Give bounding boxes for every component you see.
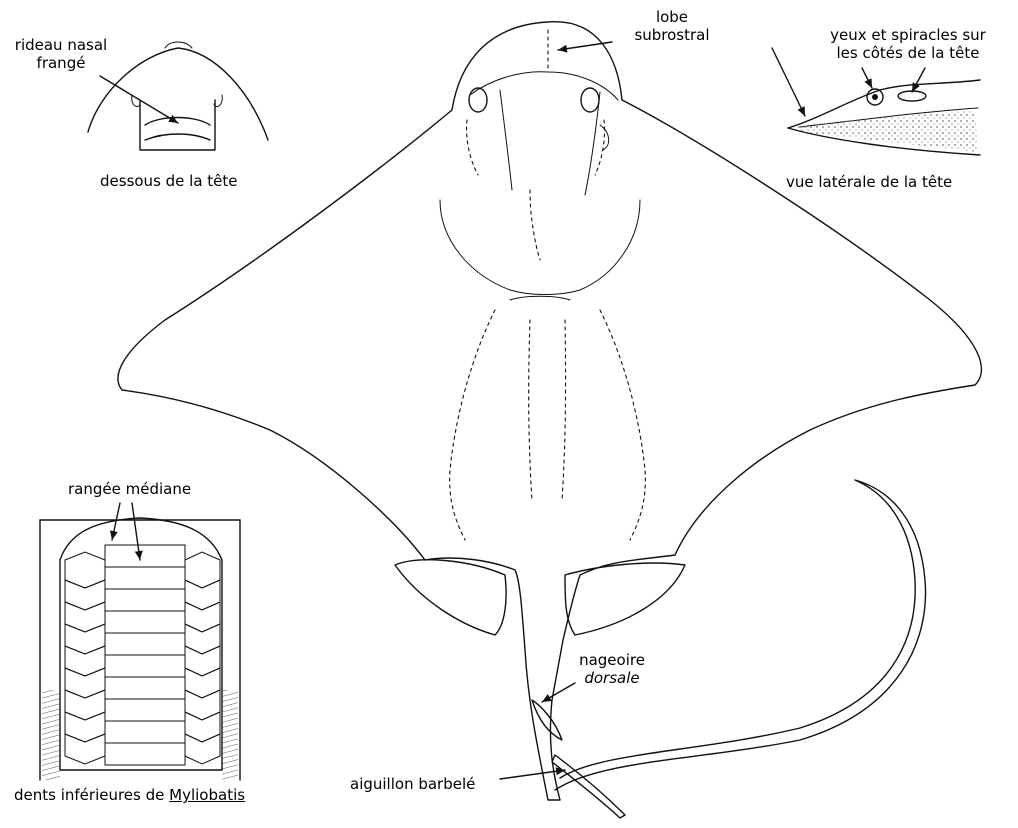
median-rows: [105, 545, 185, 765]
label-yeux-spiracles: yeux et spiracles sur les côtés de la tê…: [808, 26, 1008, 62]
label-nageoire-dorsale: nageoire dorsale: [572, 651, 652, 687]
label-dessous-tete: dessous de la tête: [100, 172, 238, 190]
dorsal-fin: [532, 700, 562, 740]
arrow-median-2: [132, 503, 140, 560]
label-nageoire-line1: nageoire: [572, 651, 652, 669]
eye-right: [581, 88, 599, 112]
label-lobe-line2: subrostral: [612, 26, 732, 44]
label-dents-inferieures: dents inférieures de Myliobatis: [14, 786, 245, 804]
label-vue-laterale: vue latérale de la tête: [786, 173, 952, 191]
label-yeux-line1: yeux et spiracles sur: [808, 26, 1008, 44]
arrow-rideau-nasal: [100, 76, 178, 123]
label-rideau-nasal-line2: frangé: [0, 54, 122, 72]
label-nageoire-line2: dorsale: [572, 669, 652, 687]
label-rideau-nasal: rideau nasal frangé: [0, 36, 122, 72]
arrow-dorsal: [542, 683, 575, 702]
arrow-lobe-lateral: [772, 48, 805, 116]
tail: [555, 480, 926, 790]
eye-left: [469, 88, 487, 112]
label-lobe-line1: lobe: [612, 8, 732, 26]
pointer-arrows: [100, 42, 925, 779]
label-rideau-nasal-line1: rideau nasal: [0, 36, 122, 54]
lateral-rows-left: [65, 552, 105, 764]
label-rangee-mediane: rangée médiane: [68, 480, 191, 498]
label-aiguillon-barbele: aiguillon barbelé: [350, 775, 475, 793]
label-dents-prefix: dents inférieures de: [14, 786, 169, 804]
label-yeux-line2: les côtés de la tête: [808, 44, 1008, 62]
arrow-spiracle: [912, 68, 925, 92]
lateral-rows-right: [185, 552, 220, 764]
barbed-spine: [552, 755, 625, 818]
ray-outline: [118, 22, 981, 800]
label-lobe-subrostral: lobe subrostral: [612, 8, 732, 44]
arrow-eye: [862, 68, 872, 88]
label-dents-genus: Myliobatis: [169, 786, 245, 804]
inset-head-lateral: [788, 80, 980, 155]
pelvic-fin-left: [395, 560, 506, 635]
